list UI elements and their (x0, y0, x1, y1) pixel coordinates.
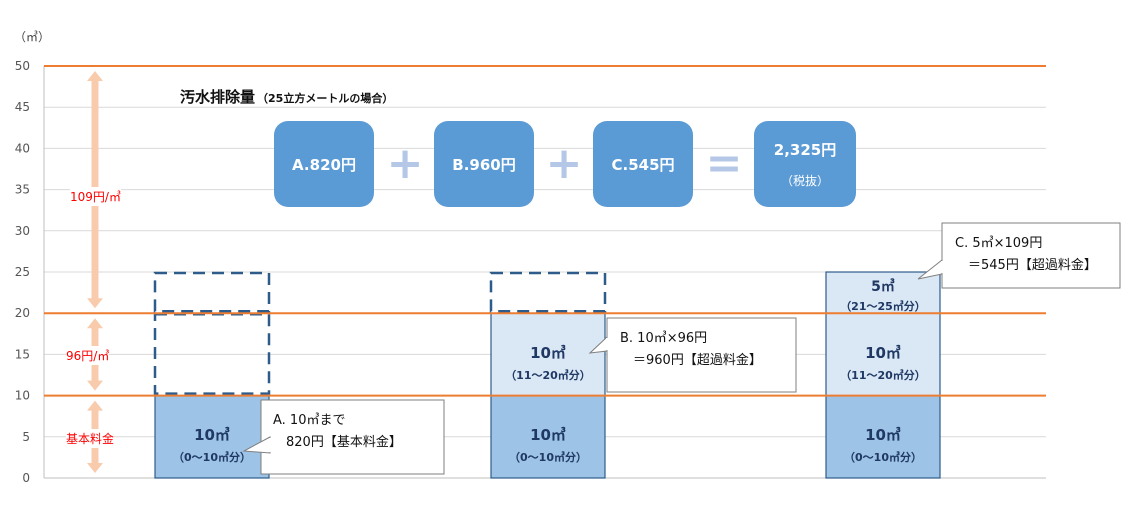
col2-segment-2 (490, 312, 606, 397)
callout-b-line1: B. 10㎥×96円 (620, 331, 708, 346)
plus-operator-2: + (545, 138, 583, 189)
callout-b-line2: ＝960円【超過料金】 (620, 353, 762, 368)
col3-base-label: 10㎥ （0〜10㎥分） (826, 424, 940, 465)
col3-top-range: （21〜25㎥分） (840, 300, 926, 313)
rate-arrow-head-up-1 (87, 318, 103, 329)
callout-a-line2: 820円【基本料金】 (273, 435, 402, 450)
callout-box-3 (941, 222, 1121, 289)
col1-base-range: （0〜10㎥分） (173, 451, 251, 464)
col1-segment-3-dashed (153, 271, 271, 313)
callout-c-line2: ＝545円【超過料金】 (955, 258, 1097, 273)
col2-mid-amount: 10㎥ (530, 344, 566, 362)
y-tick-label-50: 50 (15, 59, 30, 73)
col2-base-amount: 10㎥ (530, 426, 566, 444)
pill-total: 2,325円 （税抜） (754, 121, 856, 207)
pill-b-label: B.960円 (452, 155, 516, 174)
pill-a: A.820円 (274, 121, 374, 207)
y-tick-label-35: 35 (15, 183, 30, 197)
pill-b: B.960円 (434, 121, 534, 207)
y-tick-label-5: 5 (22, 430, 30, 444)
pill-total-label: 2,325円 (773, 141, 837, 159)
callout-a: A. 10㎥まで 820円【基本料金】 (273, 410, 402, 454)
pill-total-note: （税抜） (780, 174, 829, 188)
chart-title: 汚水排除量（25立方メートルの場合） (180, 86, 393, 107)
y-tick-label-25: 25 (15, 265, 30, 279)
plus-operator-1: + (386, 138, 424, 189)
callout-a-line1: A. 10㎥まで (273, 413, 346, 428)
col3-mid-amount: 10㎥ (865, 344, 901, 362)
callout-box-1 (260, 399, 445, 475)
rate-arrow-head-up-2 (87, 71, 103, 81)
col3-segment-2 (825, 312, 941, 397)
col2-mid-label: 10㎥ （11〜20㎥分） (491, 342, 605, 383)
y-tick-label-20: 20 (15, 306, 30, 320)
y-tick-label-10: 10 (15, 389, 30, 403)
col2-segment-1 (490, 395, 606, 479)
equals-operator: = (705, 138, 743, 189)
callout-c: C. 5㎥×109円 ＝545円【超過料金】 (955, 233, 1097, 277)
pill-c: C.545円 (593, 121, 693, 207)
y-tick-label-0: 0 (22, 471, 30, 485)
col2-segment-3-dashed (489, 271, 607, 313)
y-tick-label-40: 40 (15, 141, 30, 155)
rate-arrow-head-down-2 (87, 298, 103, 309)
col1-base-amount: 10㎥ (194, 426, 230, 444)
col2-mid-range: （11〜20㎥分） (505, 369, 591, 382)
col2-base-label: 10㎥ （0〜10㎥分） (491, 424, 605, 465)
col3-top-amount: 5㎥ (871, 279, 895, 295)
callout-b: B. 10㎥×96円 ＝960円【超過料金】 (620, 328, 762, 372)
rate-label-basic: 基本料金 (66, 429, 115, 448)
col3-base-amount: 10㎥ (865, 426, 901, 444)
rate-arrow-head-down-1 (87, 380, 103, 391)
y-tick-label-30: 30 (15, 224, 30, 238)
col3-segment-1 (825, 395, 941, 479)
col3-mid-range: （11〜20㎥分） (840, 369, 926, 382)
rate-label-109: 109円/㎥ (70, 187, 121, 206)
col3-mid-label: 10㎥ （11〜20㎥分） (826, 342, 940, 383)
rate-arrow-head-up-0 (87, 400, 103, 411)
y-axis-unit: （㎥） (14, 30, 51, 44)
pill-a-label: A.820円 (292, 155, 356, 174)
callout-c-line1: C. 5㎥×109円 (955, 236, 1043, 251)
callout-box-2 (606, 317, 797, 393)
chart-subtitle: （25立方メートルの場合） (257, 92, 394, 105)
chart-title-main: 汚水排除量 (180, 88, 256, 106)
rate-arrow-head-down-0 (87, 463, 103, 473)
col1-base-label: 10㎥ （0〜10㎥分） (154, 424, 270, 465)
col3-base-range: （0〜10㎥分） (844, 451, 922, 464)
col3-top-label: 5㎥ （21〜25㎥分） (826, 276, 940, 314)
col1-segment-1 (154, 395, 270, 479)
col2-base-range: （0〜10㎥分） (509, 451, 587, 464)
pill-c-label: C.545円 (611, 155, 675, 174)
y-tick-label-45: 45 (15, 100, 30, 114)
rate-label-96: 96円/㎥ (66, 346, 110, 365)
y-tick-label-15: 15 (15, 347, 30, 361)
